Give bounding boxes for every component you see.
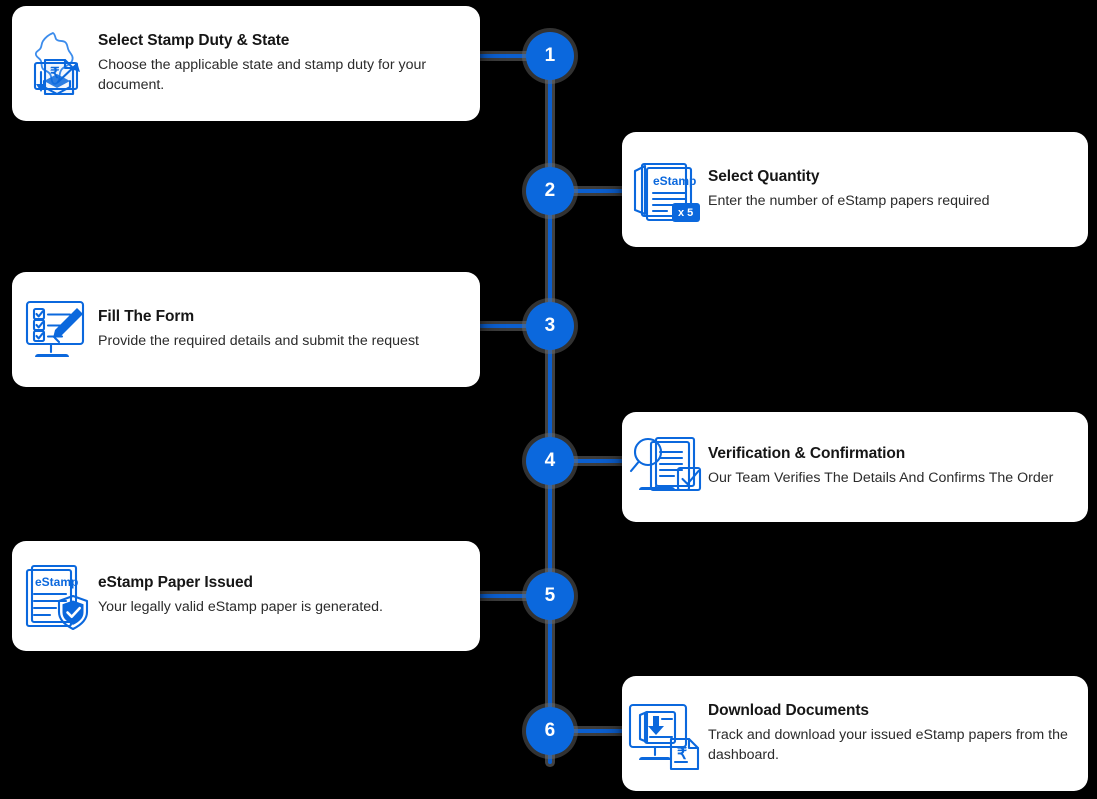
card-2-body: Select Quantity Enter the number of eSta… — [708, 168, 1088, 212]
magnifier-document-check-icon — [622, 430, 708, 504]
quantity-badge-text: x 5 — [678, 207, 693, 219]
card-3-title: Fill The Form — [98, 307, 195, 325]
connector-step-1 — [478, 54, 530, 58]
card-6-description: Track and download your issued eStamp pa… — [708, 726, 1068, 763]
step-badge-3[interactable]: 3 — [526, 302, 574, 350]
timeline-spine — [548, 52, 552, 764]
card-4-title: Verification & Confirmation — [708, 445, 906, 463]
card-2-description: Enter the number of eStamp papers requir… — [708, 192, 990, 209]
connector-step-2 — [570, 189, 626, 193]
estamp-papers-stack-icon: eStamp x 5 — [622, 151, 708, 229]
card-5-body: eStamp Paper Issued Your legally valid e… — [98, 574, 480, 618]
card-6-title: Download Documents — [708, 701, 869, 719]
step-card-1[interactable]: ₹ Select Stamp Duty & State Choose the a… — [12, 6, 480, 121]
estamp-paper-shield-check-icon: eStamp — [12, 558, 98, 634]
card-4-body: Verification & Confirmation Our Team Ver… — [708, 445, 1088, 489]
card-4-description: Our Team Verifies The Details And Confir… — [708, 470, 1054, 487]
step-badge-1[interactable]: 1 — [526, 32, 574, 80]
connector-step-5 — [478, 594, 530, 598]
step-card-5[interactable]: eStamp eStamp Paper Issued Your legally … — [12, 541, 480, 651]
card-1-body: Select Stamp Duty & State Choose the app… — [98, 32, 480, 95]
step-card-3[interactable]: Fill The Form Provide the required detai… — [12, 272, 480, 387]
connector-step-3 — [478, 324, 530, 328]
connector-step-4 — [570, 459, 626, 463]
step-badge-6[interactable]: 6 — [526, 707, 574, 755]
card-2-title: Select Quantity — [708, 167, 820, 185]
card-3-body: Fill The Form Provide the required detai… — [98, 308, 480, 352]
step-card-2[interactable]: eStamp x 5 Select Quantity Enter the num… — [622, 132, 1088, 247]
checklist-monitor-pen-icon — [12, 293, 98, 367]
connector-step-6 — [570, 729, 626, 733]
step-badge-4[interactable]: 4 — [526, 437, 574, 485]
svg-text:eStamp: eStamp — [35, 575, 78, 589]
step-badge-5[interactable]: 5 — [526, 572, 574, 620]
card-5-description: Your legally valid eStamp paper is gener… — [98, 599, 383, 616]
svg-text:eStamp: eStamp — [653, 174, 696, 188]
card-3-description: Provide the required details and submit … — [98, 332, 419, 349]
svg-text:₹: ₹ — [50, 65, 60, 82]
step-badge-2[interactable]: 2 — [526, 167, 574, 215]
card-5-title: eStamp Paper Issued — [98, 574, 253, 592]
svg-text:₹: ₹ — [677, 746, 687, 763]
card-1-title: Select Stamp Duty & State — [98, 31, 290, 49]
monitor-download-rupee-doc-icon: ₹ — [622, 697, 708, 771]
step-card-4[interactable]: Verification & Confirmation Our Team Ver… — [622, 412, 1088, 522]
card-1-description: Choose the applicable state and stamp du… — [98, 56, 427, 93]
card-6-body: Download Documents Track and download yo… — [708, 702, 1088, 765]
india-map-stamp-duty-icon: ₹ — [12, 26, 98, 102]
step-card-6[interactable]: ₹ Download Documents Track and download … — [622, 676, 1088, 791]
